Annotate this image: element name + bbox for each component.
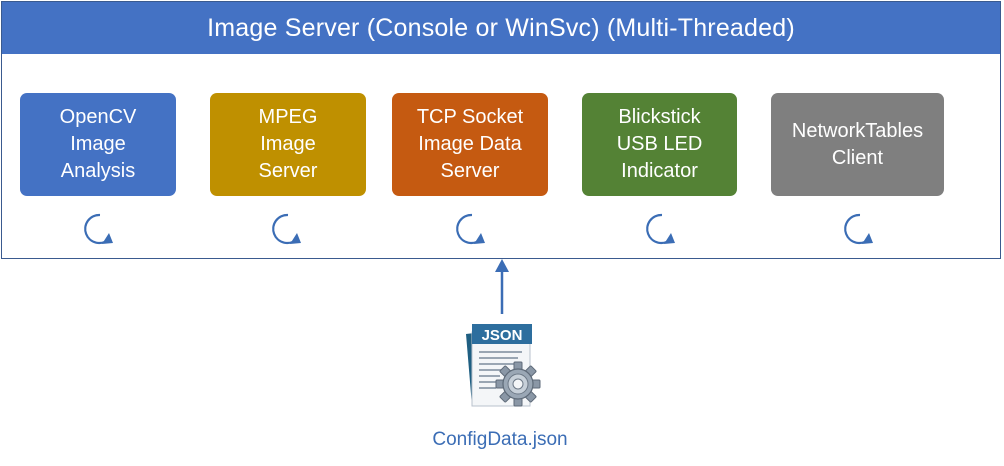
opencv-image-analysis-label: OpenCV Image Analysis — [59, 106, 137, 182]
networktables-client-label: NetworkTables Client — [791, 119, 924, 169]
tcp-socket-image-data-server-label: TCP Socket Image Data Server — [416, 106, 524, 182]
config-to-server-arrow — [495, 259, 509, 314]
thread-loop-icon — [844, 213, 873, 244]
thread-loop-icon — [272, 213, 301, 244]
thread-loop-icon — [84, 213, 113, 244]
tcp-socket-image-data-server-module: TCP Socket Image Data Server — [392, 93, 548, 196]
thread-loop-icon — [456, 213, 485, 244]
networktables-client-module: NetworkTables Client — [771, 93, 944, 196]
mpeg-image-server-module: MPEG Image Server — [210, 93, 366, 196]
blickstick-usb-led-indicator-label: Blickstick USB LED Indicator — [616, 106, 703, 182]
config-filename: ConfigData.json — [432, 429, 568, 450]
blickstick-usb-led-indicator-module: Blickstick USB LED Indicator — [582, 93, 737, 196]
json-settings-file-icon: JSON — [466, 324, 541, 407]
json-badge-text: JSON — [482, 327, 523, 344]
image-server-title: Image Server (Console or WinSvc) (Multi-… — [2, 2, 1000, 54]
mpeg-image-server-label: MPEG Image Server — [258, 106, 318, 182]
image-server-container: Image Server (Console or WinSvc) (Multi-… — [1, 1, 1001, 259]
thread-loop-icon — [646, 213, 675, 244]
opencv-image-analysis-module: OpenCV Image Analysis — [20, 93, 176, 196]
